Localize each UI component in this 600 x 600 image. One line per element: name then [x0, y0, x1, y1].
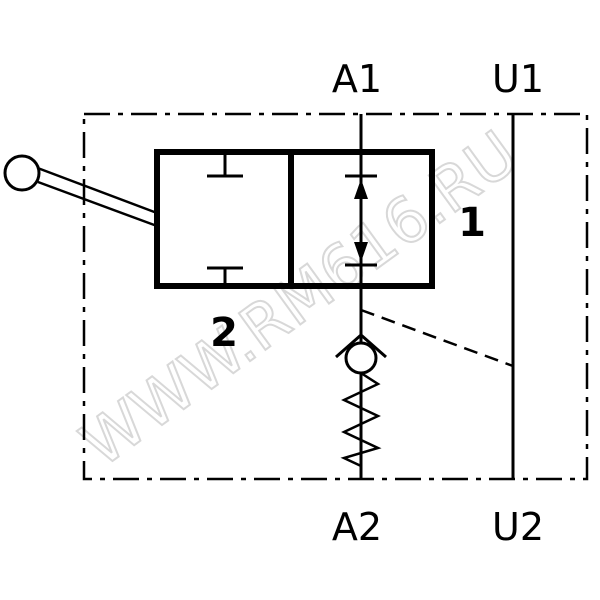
position-label-2: 2: [210, 310, 238, 356]
arrow-down-icon: [354, 242, 368, 262]
check-ball-icon: [344, 341, 378, 375]
position-label-1: 1: [458, 200, 486, 246]
watermark-text: WWW.RM616.RU: [67, 117, 530, 481]
flow-passage-symbol: [345, 155, 377, 283]
port-label-u1: U1: [492, 57, 544, 101]
arrow-up-icon: [354, 179, 368, 199]
watermark: WWW.RM616.RU: [66, 116, 531, 482]
lever-actuator: [3, 154, 158, 228]
pilot-dashed-line: [360, 308, 514, 368]
valve-position-1-box: [288, 149, 435, 289]
port-label-a2: A2: [332, 505, 382, 549]
lever-knob-icon: [3, 154, 41, 192]
enclosure-dashed-boundary: [82, 112, 589, 481]
blocked-port-symbols: [207, 155, 243, 283]
port-label-a1: A1: [332, 57, 382, 101]
port-label-u2: U2: [492, 505, 544, 549]
spring-icon: [340, 371, 382, 468]
